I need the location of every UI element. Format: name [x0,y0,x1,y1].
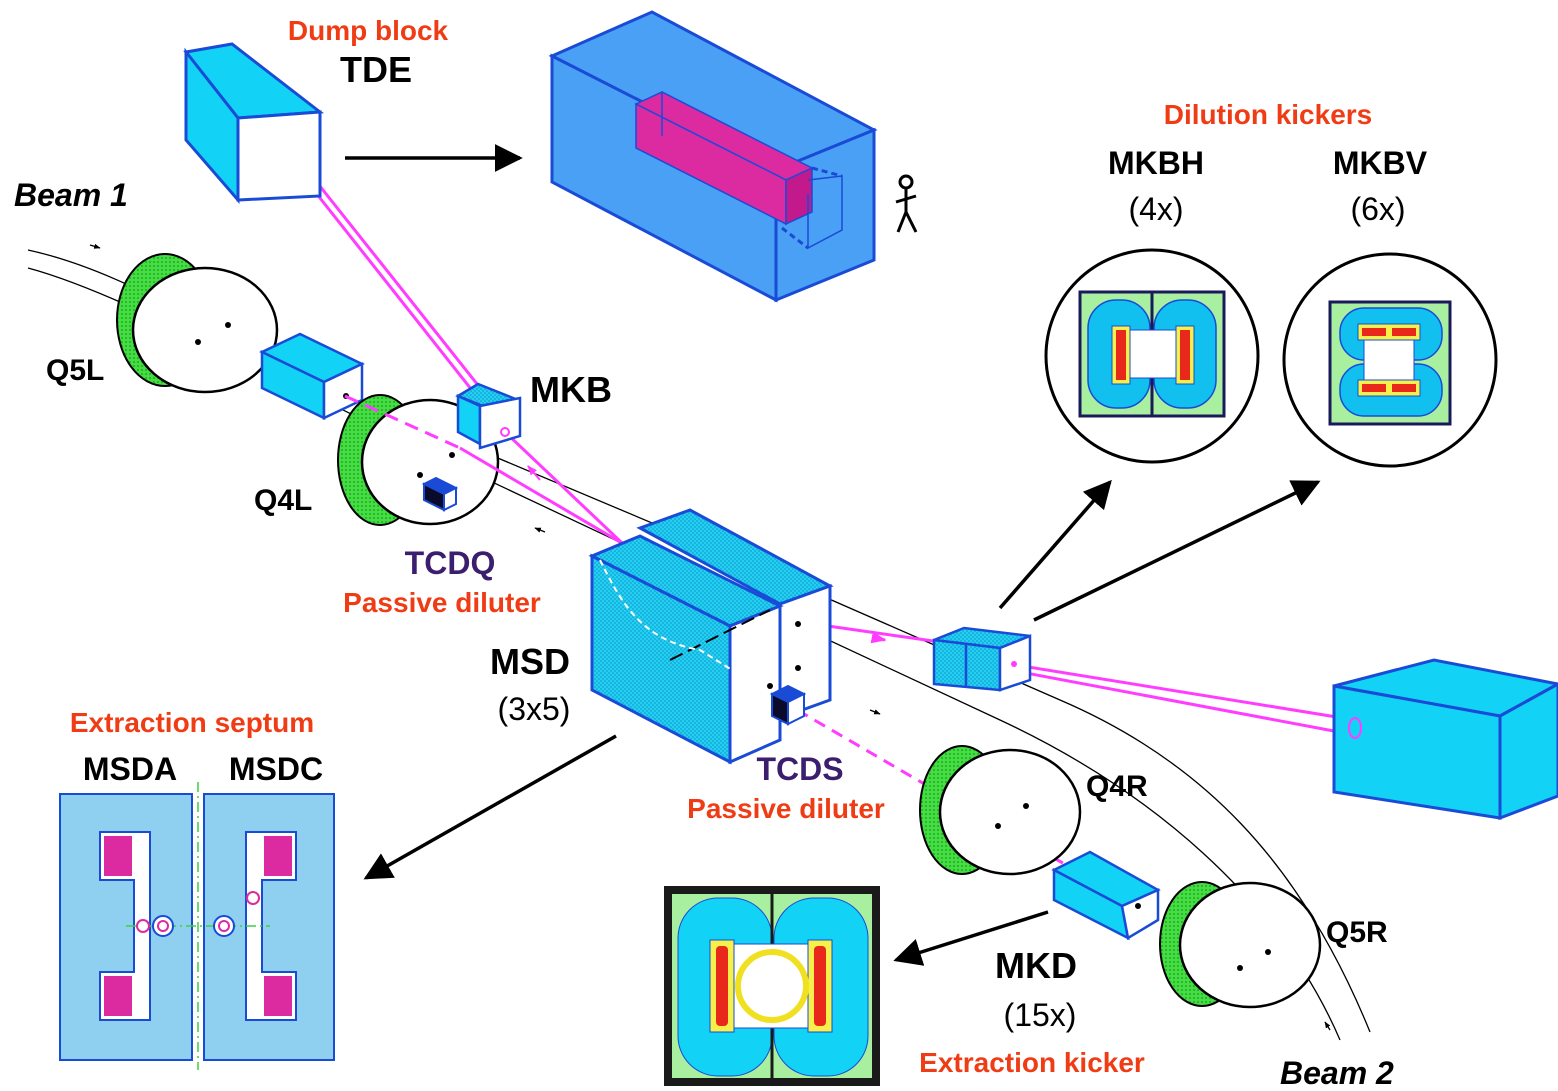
msd-label: MSD [490,641,570,682]
tcds-block [769,684,807,726]
dilution-kickers-label: Dilution kickers [1164,99,1373,130]
extraction-septum-label: Extraction septum [70,707,314,738]
person-icon [895,174,918,233]
mkd-box [1051,850,1161,941]
mkd-label: MKD [995,945,1077,986]
q5r-quadrupole [1159,881,1322,1009]
q5r-label: Q5R [1326,916,1388,949]
beam-1-line [27,249,1371,1033]
tcdq-label: TCDQ [405,545,496,581]
beam-1-label: Beam 1 [14,177,128,213]
return-arrow [534,527,546,533]
tde-large [548,10,878,303]
mkbh-label: MKBH [1108,145,1204,181]
beam-dash-lower [779,698,1001,830]
mkb-label: MKB [530,369,612,410]
beam-to-dump-b [1009,668,1356,737]
q4r-quadrupole [919,745,1082,876]
beam-1-arrow [89,243,101,249]
mkbh-zoom-arrow [998,479,1112,610]
mkbv-count-label: (6x) [1350,191,1405,227]
mkbv-label: MKBV [1333,145,1428,181]
q4l-label: Q4L [254,484,312,517]
tde-label: TDE [340,49,412,90]
dump-line-c [503,430,642,562]
mkb-middle-box [932,626,1032,692]
dump-line-b [286,145,514,429]
q5l-mkb-box [259,332,365,420]
tcds-sub-label: Passive diluter [687,793,885,824]
mkbv-zoom-arrow [1033,480,1321,622]
msdc-label: MSDC [229,751,323,787]
septum-cross-section [59,782,335,1070]
mkbh-inset [1044,248,1260,464]
q5l-label: Q5L [46,354,104,387]
beam-arrow-right [870,631,887,644]
beam-2-label: Beam 2 [1280,1055,1394,1091]
q4r-label: Q4R [1086,770,1148,803]
septum-zoom-arrow [363,734,617,880]
mkbh-count-label: (4x) [1128,191,1183,227]
mkd-count-label: (15x) [1004,997,1077,1033]
q5l-quadrupole [116,253,279,394]
mkb-cube [455,382,522,450]
extraction-kicker-label: Extraction kicker [919,1047,1145,1078]
mkbv-inset [1282,252,1498,468]
tde-small [183,42,325,205]
kicker-zoom-arrow [893,910,1049,966]
tcds-label: TCDS [756,751,843,787]
mkd-cross-section [664,886,880,1086]
dump-block-label: Dump block [288,15,449,46]
msda-label: MSDA [83,751,177,787]
forward-arrow [869,709,881,715]
beam-to-dump-a [1009,662,1356,722]
msd-septum [588,508,834,765]
tde-right [1332,658,1558,821]
tcdq-block [421,476,459,512]
dump-arrow [527,465,541,481]
tcdq-sub-label: Passive diluter [343,587,541,618]
beam-2-arrow [1324,1021,1331,1031]
msd-count-label: (3x5) [498,691,571,727]
